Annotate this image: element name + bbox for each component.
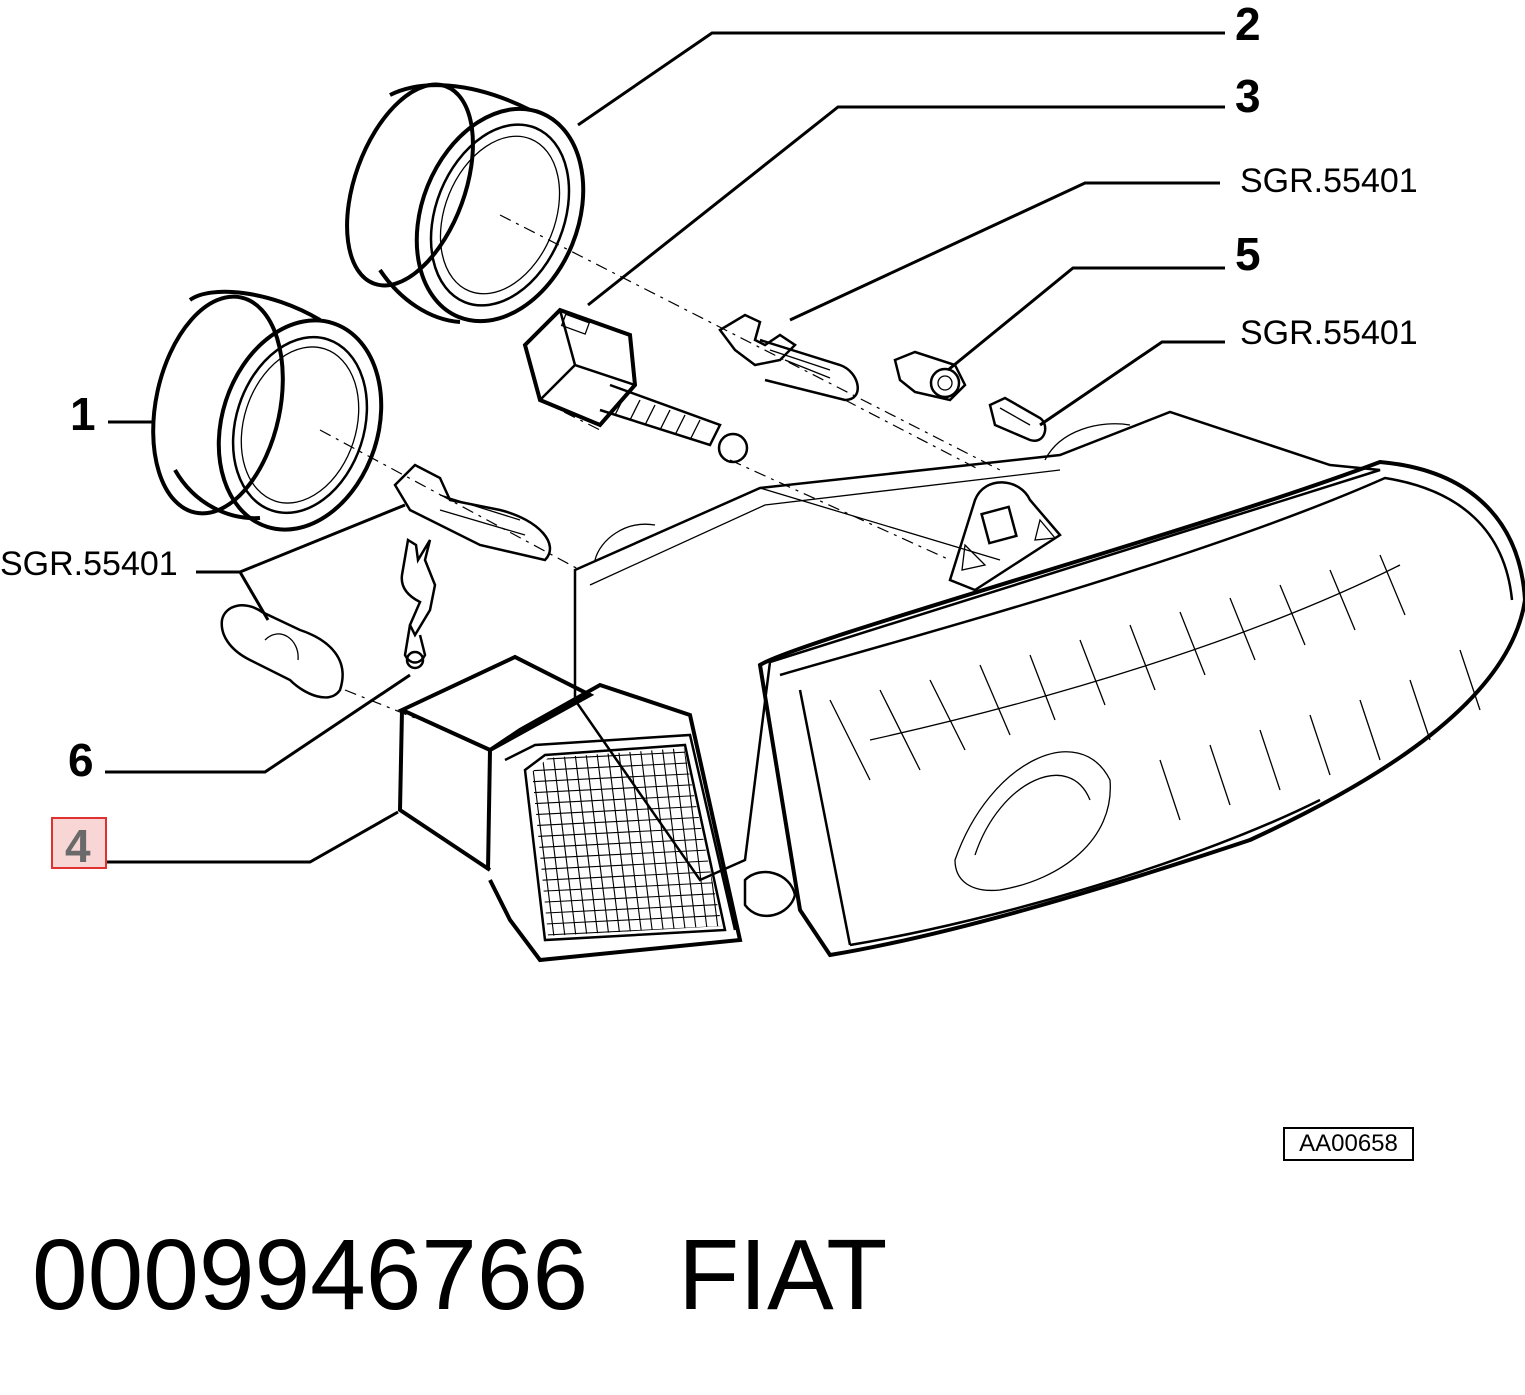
callout-6: 6 [68,734,94,786]
callout-sgr-mid: SGR.55401 [1240,314,1418,352]
callout-1: 1 [70,388,96,440]
lens-grid-line [672,748,699,936]
callout-labels: 1 2 3 5 6 SGR.55401 SGR.55401 SGR.55401 … [0,0,1418,872]
lens-grid-line [595,748,622,936]
assembly-axes [319,214,1001,721]
lens-grid-line [532,892,722,904]
lens-grid-line [532,837,722,849]
lens-grid-line [532,881,722,893]
socket-item-5 [893,350,967,402]
indicator-lens-grid [532,748,722,936]
lens-grid-line [532,748,556,936]
lens-grid-line [532,815,722,827]
callout-4-highlight[interactable]: 4 [51,817,107,872]
wire-clip-item-6 [400,537,437,670]
lens-grid-line [661,748,688,936]
leader-lines [105,31,1225,864]
callout-sgr-top: SGR.55401 [1240,162,1418,200]
callout-4: 4 [65,820,91,872]
bulb-connector-item-3 [522,307,749,464]
callout-2: 2 [1235,0,1261,50]
bulb-sgr-left-upper [393,463,552,562]
headlamp-front-lens [743,459,1525,958]
lens-grid-line [639,748,666,936]
reflector-ring-item-2 [345,82,586,324]
footer-caption: 0009946766 FIAT [32,1220,887,1330]
lens-grid-line [650,748,677,936]
indicator-lamp-item-4 [397,654,743,963]
lens-grid-line [617,748,644,936]
drawing-code: AA00658 [1283,1127,1414,1161]
lens-grid-line [532,848,722,860]
lens-grid-line [683,748,710,936]
bulb-sgr-mid [988,396,1047,443]
lens-grid-line [532,804,722,816]
headlamp-housing [573,410,1381,882]
lens-grid-line [532,870,722,882]
callout-3: 3 [1235,70,1261,122]
lens-grid-line [532,903,722,915]
lens-grid-line [532,782,722,794]
lens-grid-line [532,859,722,871]
lens-grid-line [532,826,722,838]
lens-grid-line [540,748,567,936]
callout-sgr-left: SGR.55401 [0,545,178,583]
lens-grid-line [551,748,578,936]
lens-grid-line [532,793,722,805]
highlight-box [51,817,107,869]
bulb-sgr-left-lower [220,604,344,699]
lens-grid-line [628,748,655,936]
bulb-sgr-top [718,313,859,402]
lens-grid-line [532,914,722,926]
callout-5: 5 [1235,228,1261,280]
reflector-ring-item-1 [151,289,384,532]
brand-name: FIAT [678,1219,888,1331]
part-number: 0009946766 [32,1219,589,1331]
